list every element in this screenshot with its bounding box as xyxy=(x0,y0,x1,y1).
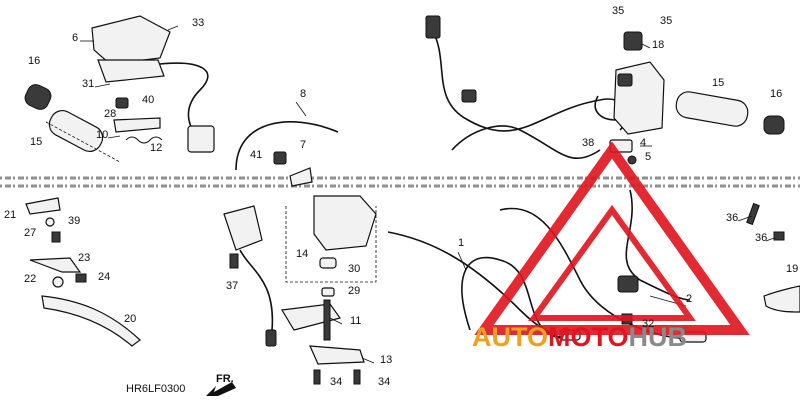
callout-35: 35 xyxy=(612,5,624,17)
harness-connector xyxy=(187,125,215,153)
front-direction-arrow xyxy=(206,382,236,396)
callout-13: 13 xyxy=(380,354,392,366)
callout-19: 19 xyxy=(786,263,798,275)
callout-33: 33 xyxy=(192,17,204,29)
left-switch-housing xyxy=(91,15,171,144)
callout-14: 14 xyxy=(296,248,308,260)
callout-6: 6 xyxy=(72,32,78,44)
callout-27: 27 xyxy=(24,227,36,239)
callout-40: 40 xyxy=(142,94,154,106)
callout-18: 18 xyxy=(652,39,664,51)
harness-plug-top xyxy=(425,15,441,39)
callout-11: 11 xyxy=(350,315,361,327)
callout-36: 36 xyxy=(755,232,767,244)
callout-24: 24 xyxy=(98,271,110,283)
callout-15: 15 xyxy=(712,77,724,89)
callout-15: 15 xyxy=(30,136,42,148)
main-harness-branch xyxy=(451,125,601,160)
callout-28: 28 xyxy=(104,108,116,120)
callout-29: 29 xyxy=(348,285,360,297)
direction-label: FR. xyxy=(216,373,234,385)
callout-22: 22 xyxy=(24,273,36,285)
callout-7: 7 xyxy=(300,139,306,151)
callout-41: 41 xyxy=(250,149,262,161)
callout-2: 2 xyxy=(686,293,692,305)
callout-16: 16 xyxy=(28,55,40,67)
callout-5: 5 xyxy=(645,151,651,163)
throttle-case xyxy=(281,195,377,385)
main-harness xyxy=(431,29,629,132)
callout-35: 35 xyxy=(660,15,672,27)
callout-34: 34 xyxy=(330,376,342,388)
callout-31: 31 xyxy=(82,78,94,90)
callout-39: 39 xyxy=(68,215,80,227)
callout-12: 12 xyxy=(150,142,162,154)
watermark-text: AUTOMOTOHUB xyxy=(472,322,687,352)
callout-23: 23 xyxy=(78,252,90,264)
right-grip-assembly xyxy=(675,91,785,135)
callout-1: 1 xyxy=(458,237,464,249)
watermark-logo xyxy=(474,141,750,335)
diagram-code: HR6LF0300 xyxy=(126,383,185,395)
callout-38: 38 xyxy=(582,137,594,149)
watermark-auto: AUTO xyxy=(472,322,548,352)
callout-21: 21 xyxy=(4,209,16,221)
harness-plug-mid xyxy=(461,89,477,103)
callout-30: 30 xyxy=(348,263,360,275)
watermark-hub: HUB xyxy=(629,322,688,352)
cable-bracket xyxy=(289,167,313,187)
callout-4: 4 xyxy=(640,137,646,149)
callout-32: 32 xyxy=(642,318,654,330)
bolt-41 xyxy=(273,151,287,165)
watermark-moto: MOTO xyxy=(548,322,629,352)
callout-20: 20 xyxy=(124,313,136,325)
left-lever-group xyxy=(25,197,141,347)
left-grip-assembly xyxy=(24,84,121,163)
callout-10: 10 xyxy=(96,129,108,141)
callout-34: 34 xyxy=(378,376,390,388)
throttle-cable xyxy=(235,121,339,171)
throttle-housing xyxy=(223,205,277,347)
right-switch-assembly xyxy=(594,31,665,165)
callout-8: 8 xyxy=(300,88,306,100)
callout-16: 16 xyxy=(770,88,782,100)
callout-37: 37 xyxy=(226,280,238,292)
callout-36: 36 xyxy=(726,212,738,224)
